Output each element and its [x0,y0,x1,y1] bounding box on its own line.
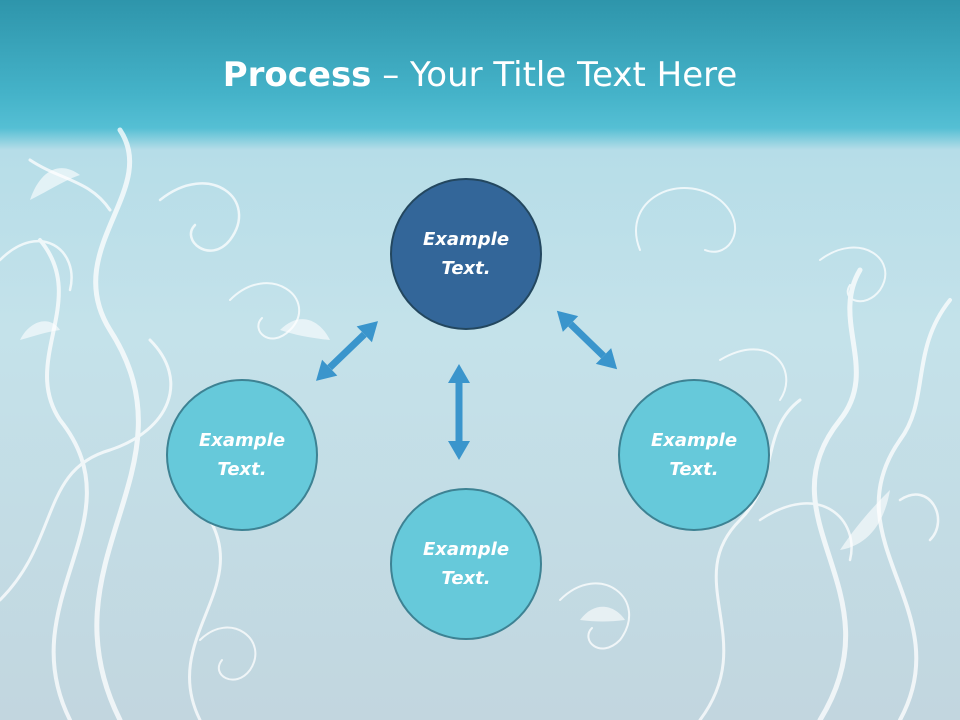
double-arrow-icon [316,321,378,381]
double-arrow-icon [448,364,470,460]
process-node-right: Example Text. [618,379,770,531]
node-right-label: Example Text. [650,430,738,480]
title-rest: – Your Title Text Here [382,55,738,95]
slide-title: Process – Your Title Text Here [0,52,960,98]
process-node-bottom: Example Text. [390,488,542,640]
title-bold: Process [222,55,372,95]
node-bottom-label: Example Text. [422,539,510,589]
double-arrow-icon [556,310,618,370]
process-node-left: Example Text. [166,379,318,531]
process-node-top: Example Text. [390,178,542,330]
node-top-label: Example Text. [422,229,510,279]
node-left-label: Example Text. [198,430,286,480]
